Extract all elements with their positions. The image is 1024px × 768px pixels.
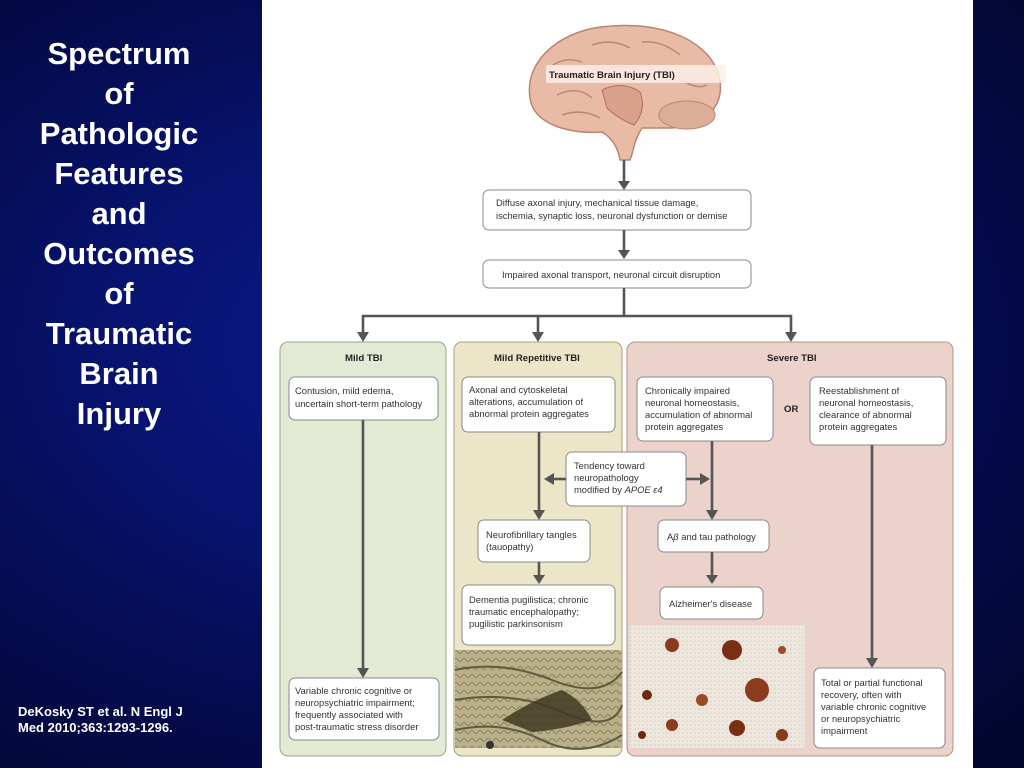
mild-box1-line1: Contusion, mild edema, — [295, 385, 394, 396]
tbi-figure: Traumatic Brain Injury (TBI) Diffuse axo… — [262, 0, 973, 768]
mild-outcome-box — [288, 677, 440, 741]
brain-illustration: Traumatic Brain Injury (TBI) — [519, 15, 729, 161]
repetitive-box2 — [477, 519, 591, 563]
amyloid-plaque-micrograph — [630, 625, 805, 748]
severe-left1-line3: accumulation of abnormal — [645, 409, 752, 420]
severe-right-box2 — [813, 667, 946, 749]
repetitive-tbi-header: Mild Repetitive TBI — [494, 353, 580, 364]
severe-left3-label: Alzheimer's disease — [669, 598, 752, 609]
repetitive-box1-line1: Axonal and cytoskeletal — [469, 384, 568, 395]
severe-right-box1 — [809, 376, 947, 446]
severe-left2-label: Aβ and tau pathology — [667, 531, 756, 542]
citation: DeKosky ST et al. N Engl J Med 2010;363:… — [18, 704, 183, 735]
apoe-line1: Tendency toward — [574, 460, 645, 471]
severe-right1-line3: clearance of abnormal — [819, 409, 912, 420]
step1-line2: ischemia, synaptic loss, neuronal dysfun… — [496, 210, 727, 221]
or-label: OR — [784, 404, 798, 415]
severe-left-box2 — [657, 519, 770, 553]
step2-box — [482, 259, 752, 289]
diagram-root-label: Traumatic Brain Injury (TBI) — [549, 70, 675, 81]
repetitive-box1-line3: abnormal protein aggregates — [469, 408, 589, 419]
severe-left1-line2: neuronal homeostasis, — [645, 397, 739, 408]
severe-right2-line4: or neuropsychiatric — [821, 713, 901, 724]
step1-box — [482, 189, 752, 231]
mild-tbi-header: Mild TBI — [345, 353, 383, 364]
severe-right2-line2: recovery, often with — [821, 689, 902, 700]
repetitive-box3-line3: pugilistic parkinsonism — [469, 618, 563, 629]
severe-right2-line1: Total or partial functional — [821, 677, 923, 688]
severe-left-box1 — [636, 376, 774, 442]
repetitive-box2-line1: Neurofibrillary tangles — [486, 529, 577, 540]
severe-left1-line4: protein aggregates — [645, 421, 723, 432]
step2-label: Impaired axonal transport, neuronal circ… — [502, 269, 720, 280]
step1-line1: Diffuse axonal injury, mechanical tissue… — [496, 197, 698, 208]
severe-right2-line3: variable chronic cognitive — [821, 701, 926, 712]
repetitive-box2-line2: (tauopathy) — [486, 541, 533, 552]
severe-right2-line5: impairment — [821, 725, 868, 736]
severe-right1-line2: neuronal homeostasis, — [819, 397, 913, 408]
severe-tbi-header: Severe TBI — [767, 353, 817, 364]
mild-outcome-line2: neuropsychiatric impairment; — [295, 697, 415, 708]
slide-title: Spectrum of Pathologic Features and Outc… — [39, 36, 199, 431]
apoe-line3: modified by APOE ε4 — [574, 484, 663, 495]
repetitive-box1-line2: alterations, accumulation of — [469, 396, 584, 407]
apoe-line2: neuropathology — [574, 472, 639, 483]
tbi-flowchart: Traumatic Brain Injury (TBI) Diffuse axo… — [279, 15, 954, 757]
mild-outcome-line3: frequently associated with — [295, 709, 403, 720]
repetitive-box3 — [461, 584, 616, 646]
mild-outcome-line1: Variable chronic cognitive or — [295, 685, 412, 696]
severe-left1-line1: Chronically impaired — [645, 385, 730, 396]
severe-left-box3 — [659, 586, 764, 620]
repetitive-box3-line2: traumatic encephalopathy; — [469, 606, 579, 617]
mild-box1-line2: uncertain short-term pathology — [295, 398, 422, 409]
severe-right1-line4: protein aggregates — [819, 421, 897, 432]
severe-right1-line1: Reestablishment of — [819, 385, 900, 396]
repetitive-box3-line1: Dementia pugilistica; chronic — [469, 594, 589, 605]
mild-outcome-line4: post-traumatic stress disorder — [295, 721, 418, 732]
neurofibrillary-micrograph — [454, 650, 623, 750]
